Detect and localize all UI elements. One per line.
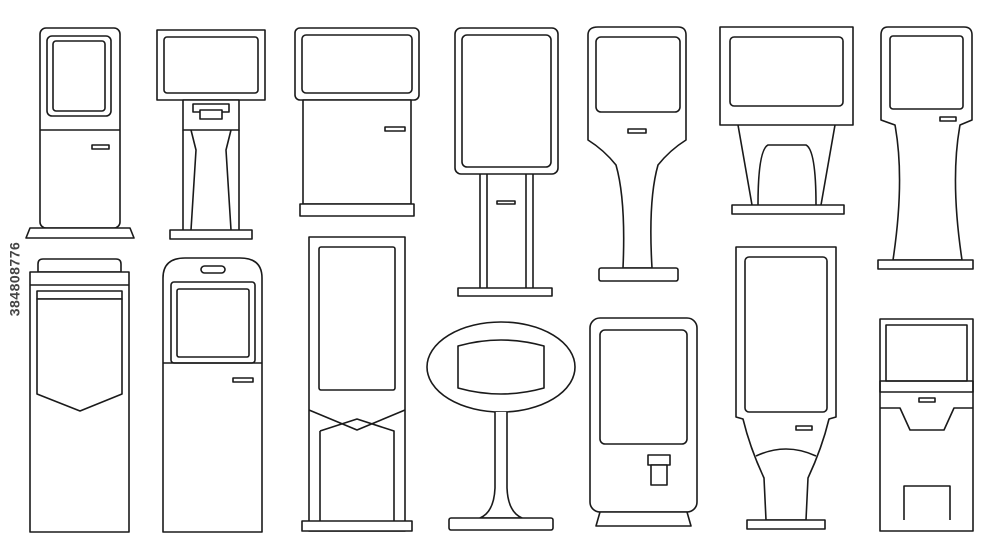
stock-id-text: 384808776	[6, 241, 23, 317]
kiosk-icon-4	[455, 28, 558, 296]
kiosk-icon-6	[720, 27, 853, 214]
kiosk-icon-2	[157, 30, 265, 239]
kiosk-icon-5	[588, 27, 686, 281]
kiosk-icon-9	[163, 258, 262, 532]
kiosk-icon-3	[295, 28, 419, 216]
kiosk-icon-11	[427, 322, 575, 530]
kiosk-icon-14	[880, 319, 973, 531]
kiosk-icon-1	[26, 28, 134, 238]
stock-id-label: 384808776	[2, 0, 26, 558]
kiosk-icon-8	[30, 259, 129, 532]
kiosk-icon-13	[736, 247, 836, 529]
kiosk-icon-12	[590, 318, 697, 526]
kiosk-icon-10	[302, 237, 412, 531]
kiosk-icon-7	[878, 27, 973, 269]
